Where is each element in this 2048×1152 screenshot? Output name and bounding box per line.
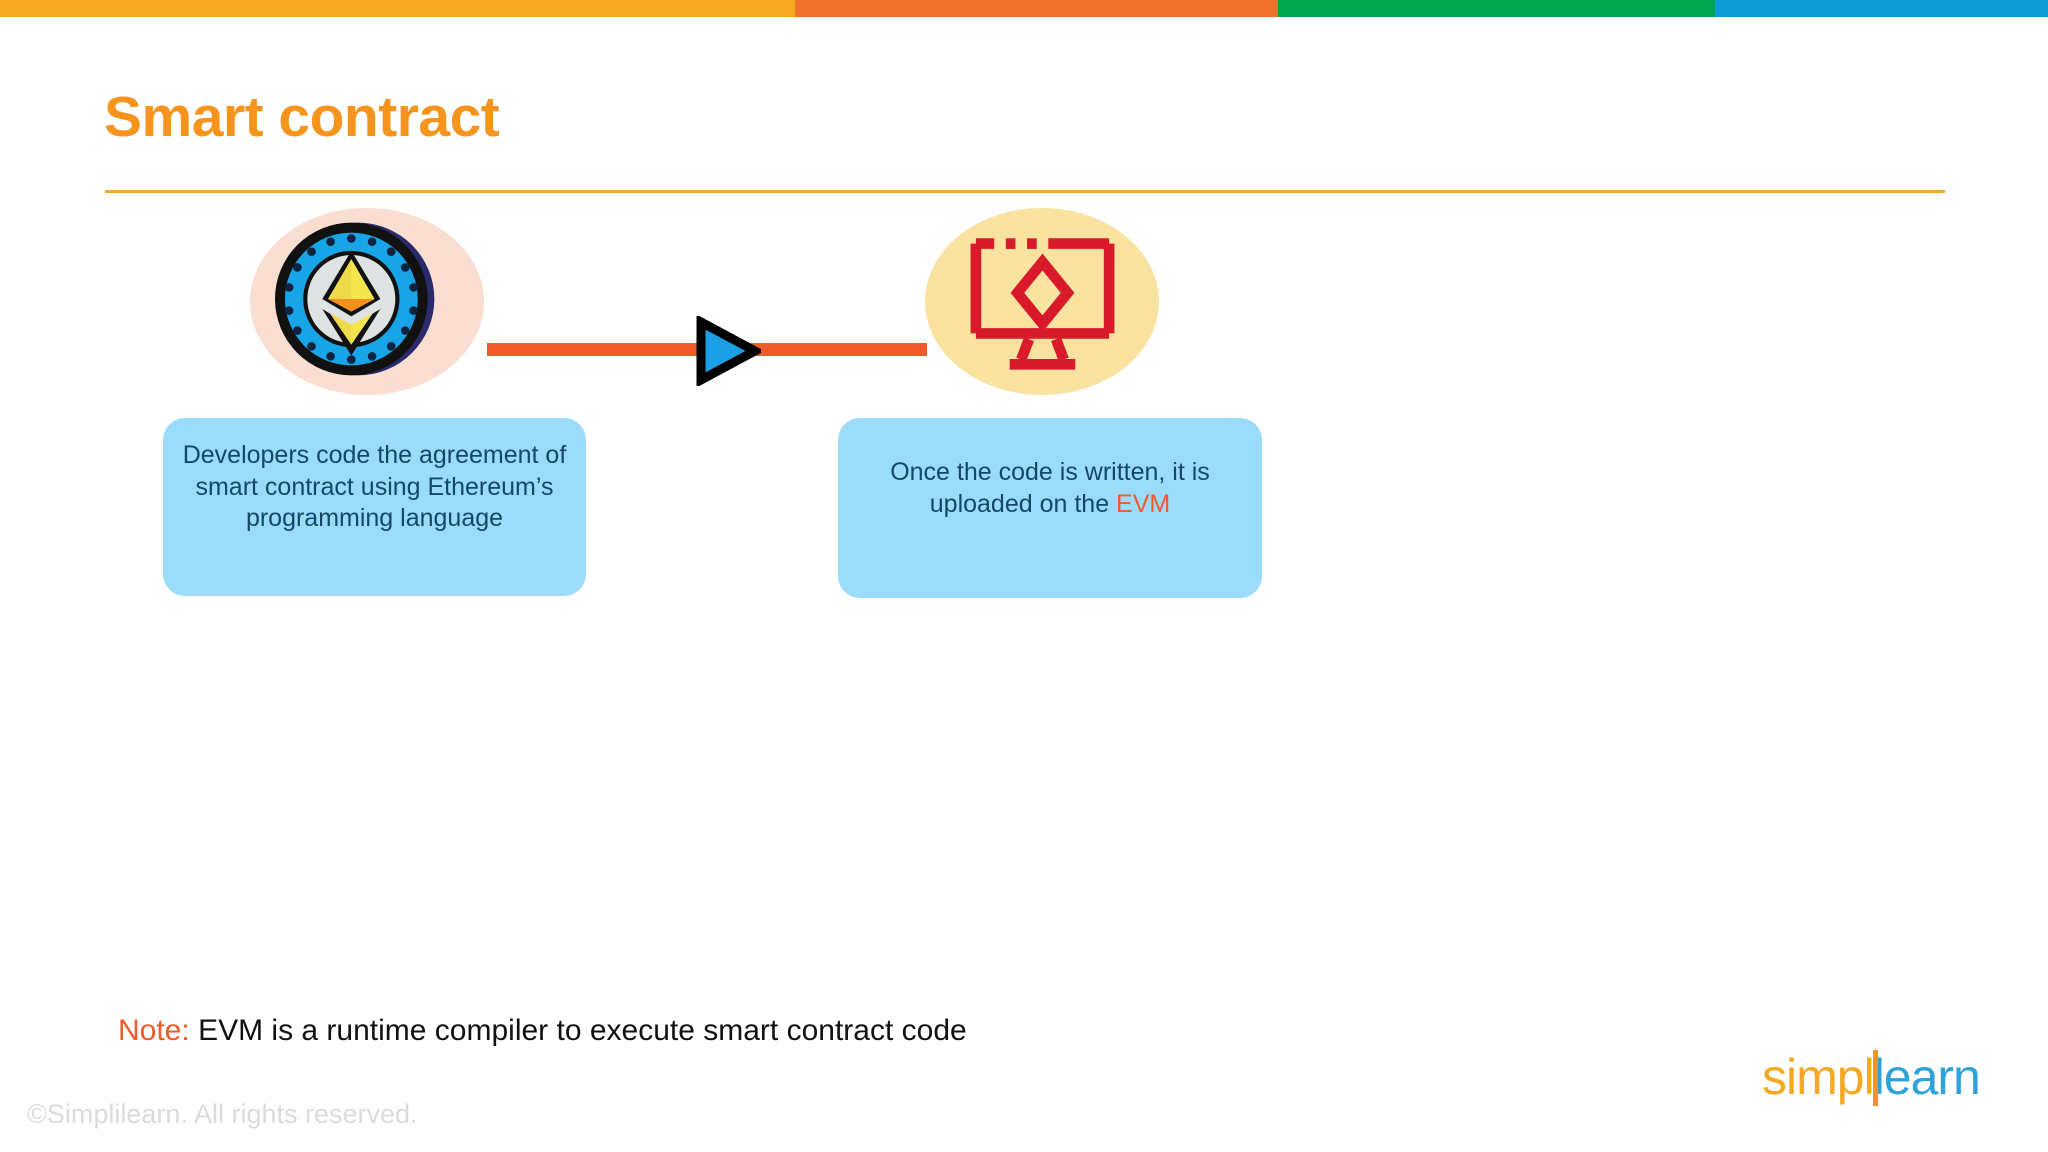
- logo-part-learn: learn: [1873, 1049, 1981, 1105]
- copyright-text: ©Simplilearn. All rights reserved.: [27, 1099, 418, 1129]
- top-bar-segment-amber: [0, 0, 795, 17]
- top-bar-segment-blue: [1715, 0, 2048, 17]
- top-bar-segment-orange: [795, 0, 1278, 17]
- step-1-text-line-1: Developers code the agreement of: [182, 441, 567, 469]
- step-2-text-line-1: Once the code is written, it is: [890, 458, 1210, 486]
- top-bar-segment-green: [1278, 0, 1715, 17]
- simplilearn-logo: simpllearn: [1762, 1048, 2027, 1112]
- step-2-text-prefix: uploaded on the: [929, 489, 1117, 518]
- step-2-callout: Once the code is written, it is uploaded…: [838, 418, 1262, 598]
- step-2-text-highlight-evm: EVM: [1116, 489, 1171, 518]
- note-text: EVM is a runtime compiler to execute sma…: [198, 1014, 967, 1047]
- simplilearn-logo-text: simpllearn: [1762, 1048, 1981, 1106]
- step-1-text-line-3: programming language: [245, 504, 504, 532]
- title-divider: [105, 190, 1945, 193]
- top-color-bar: [0, 0, 2048, 17]
- note-line: Note: EVM is a runtime compiler to execu…: [118, 1014, 967, 1048]
- play-arrow-icon: [696, 316, 761, 386]
- ethereum-coin-icon: [274, 222, 435, 376]
- step-1-callout: Developers code the agreement of smart c…: [163, 418, 586, 596]
- note-label: Note:: [118, 1014, 190, 1047]
- step-2-text-line-2: uploaded on the EVM: [890, 489, 1210, 521]
- logo-divider-bar: [1873, 1050, 1878, 1106]
- step-1-text-line-2: smart contract using Ethereum’s: [195, 472, 554, 501]
- monitor-diamond-icon: [970, 238, 1115, 370]
- page-title: Smart contract: [104, 85, 500, 149]
- logo-part-simpli: simpl: [1762, 1049, 1875, 1105]
